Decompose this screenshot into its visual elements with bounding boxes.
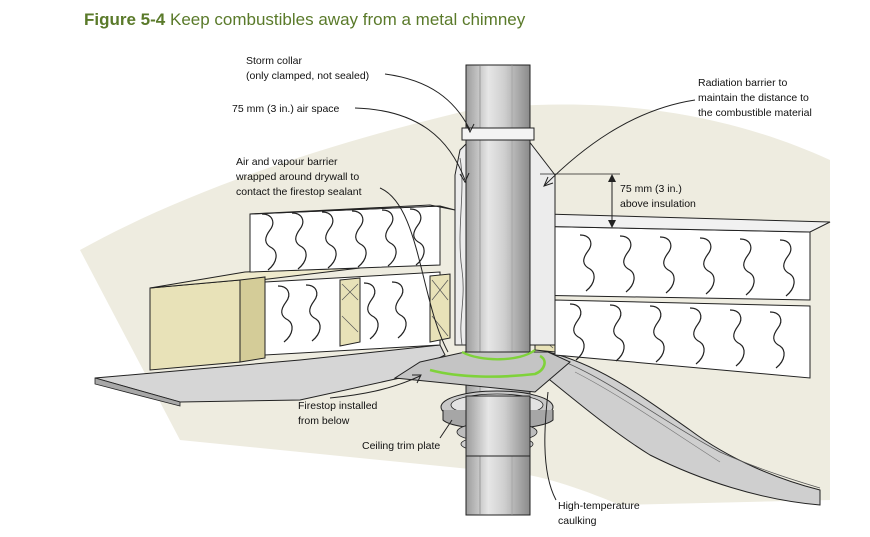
leader-firestop (329, 375, 421, 399)
leader-radiation-barrier (544, 99, 696, 186)
leader-storm-collar (384, 73, 471, 131)
leader-air-space (354, 107, 466, 181)
firestop-sealant (429, 354, 546, 378)
label-trim-plate: Ceiling trim plate (362, 440, 440, 452)
storm-collar (461, 127, 535, 141)
left-joist (149, 279, 241, 371)
left-chimney-joist (429, 273, 451, 343)
label-radiation-barrier: Radiation barrier to maintain the distan… (698, 77, 812, 119)
label-firestop: Firestop installed from below (298, 400, 380, 427)
leader-trim-plate (439, 419, 453, 439)
label-storm-collar: Storm collar (only clamped, not sealed) (246, 55, 369, 82)
label-above-insulation: 75 mm (3 in.) above insulation (620, 183, 696, 210)
figure-caption: Keep combustibles away from a metal chim… (169, 10, 526, 29)
left-insulation-upper (249, 205, 441, 273)
label-air-space: 75 mm (3 in.) air space (232, 103, 340, 115)
figure-title: Figure 5-4 Keep combustibles away from a… (84, 10, 525, 30)
firestop-plate (393, 351, 571, 393)
leader-vapour-barrier (379, 187, 449, 353)
label-caulking: High-temperature caulking (558, 500, 643, 527)
label-vapour-barrier: Air and vapour barrier wrapped around dr… (235, 156, 362, 198)
right-insulation-upper (524, 225, 811, 301)
left-inner-joist (339, 277, 361, 347)
figure-number: Figure 5-4 (84, 10, 166, 29)
leader-caulking (544, 391, 557, 501)
